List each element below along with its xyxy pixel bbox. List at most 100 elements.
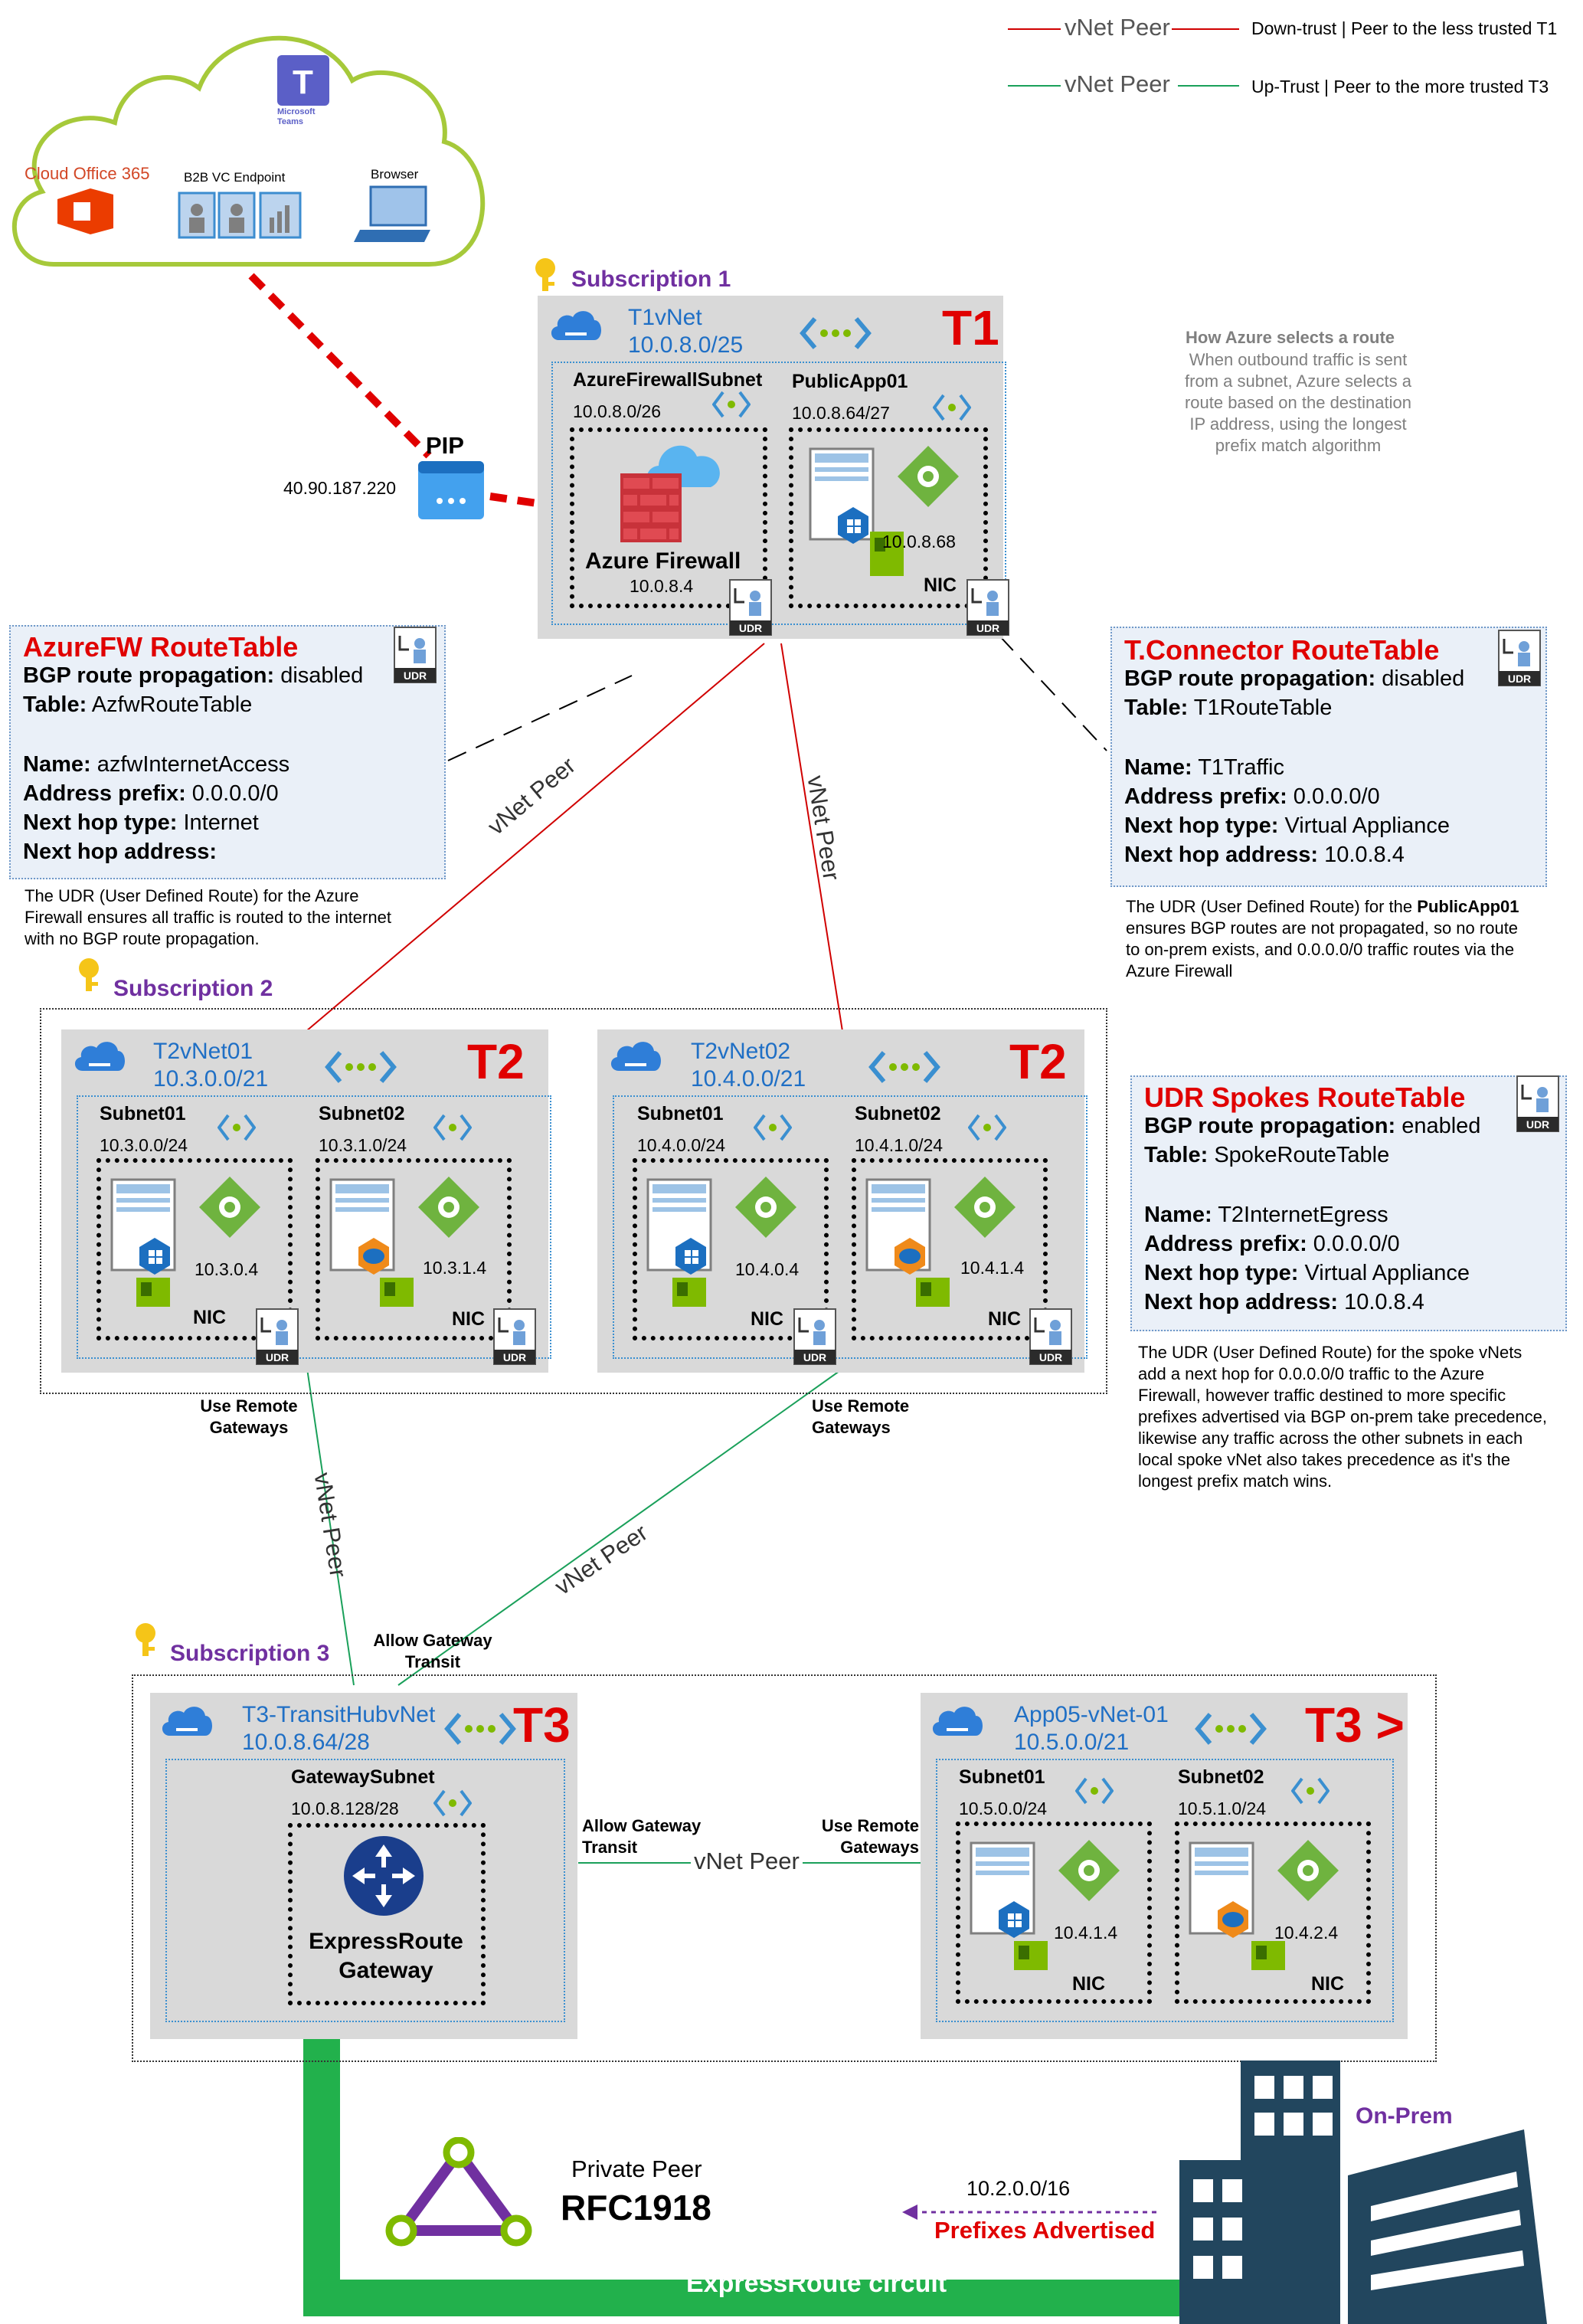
subnet-icon (712, 391, 751, 418)
t2vnet02-s2-cidr: 10.4.1.0/24 (855, 1135, 944, 1155)
t3-use-remote-label: Use Remote Gateways (821, 1816, 919, 1857)
nic-label: NIC (751, 1308, 784, 1330)
app05-s1-name: Subnet01 (959, 1766, 1045, 1788)
vm-windows-icon (970, 1840, 1120, 1970)
expressroute-circuit-line (303, 2039, 1267, 2316)
pip-ip: 40.90.187.220 (283, 478, 397, 498)
key-icon (535, 258, 555, 291)
fw-subnet-cidr: 10.0.8.0/26 (573, 401, 662, 421)
subnet-icon (754, 1114, 792, 1141)
legend-green-desc: Up-Trust | Peer to the more trusted T3 (1251, 77, 1549, 97)
peer-t1-t2a-line (306, 643, 765, 1032)
tconn-rt-hopaddr: Next hop address: 10.0.8.4 (1124, 843, 1405, 867)
subnet-icon (968, 1114, 1006, 1141)
fw-subnet-box (570, 427, 767, 608)
legend-red-desc: Down-trust | Peer to the less trusted T1 (1251, 18, 1558, 38)
udr-icon: UDR (1029, 1308, 1072, 1365)
t2a-use-remote-label: Use Remote Gateways (200, 1396, 298, 1437)
svg-text:UDR: UDR (404, 669, 427, 682)
gw-subnet-name: GatewaySubnet (291, 1766, 435, 1788)
pip-firewall-link-line (489, 493, 579, 513)
t3-hub-name: T3-TransitHubvNet (242, 1702, 436, 1727)
vnet-peering-icon (444, 1713, 516, 1745)
route-note-body: When outbound traffic is sent from a sub… (1156, 349, 1440, 457)
t3-hub-cidr: 10.0.8.64/28 (242, 1730, 370, 1755)
legend-green-label: vNet Peer (1065, 70, 1170, 97)
svg-text:UDR: UDR (1039, 1351, 1062, 1363)
t2vnet01-s2-cidr: 10.3.1.0/24 (319, 1135, 407, 1155)
t2vnet02-s1-name: Subnet01 (637, 1103, 724, 1124)
t1-subnets-area (551, 362, 1006, 625)
tconn-routetable-box (1110, 627, 1547, 887)
subnet-icon (433, 1114, 472, 1141)
tconn-rt-connector (999, 635, 1107, 751)
app-nic-label: NIC (924, 574, 957, 596)
subnet-icon (217, 1114, 256, 1141)
legend-red-label: vNet Peer (1065, 14, 1170, 41)
t2vnet01-subnets-area (77, 1095, 551, 1359)
vnet-peering-icon (800, 317, 872, 349)
udr-icon: UDR (256, 1308, 299, 1365)
vnet-peering-icon (868, 1051, 940, 1083)
t2vnet02-s2-ip: 10.4.1.4 (960, 1258, 1025, 1278)
svg-text:UDR: UDR (266, 1351, 289, 1363)
azfw-rt-bgp: BGP route propagation: disabled (23, 663, 364, 688)
tconn-rt-title: T.Connector RouteTable (1124, 634, 1440, 666)
expressroute-gateway-label: ExpressRoute Gateway (296, 1927, 476, 1985)
expressroute-circuit-label: ExpressRoute circuit (686, 2269, 947, 2298)
vm-windows-icon (809, 446, 959, 576)
svg-text:UDR: UDR (803, 1351, 826, 1363)
onprem-label: On-Prem (1356, 2103, 1453, 2129)
vm-windows-icon (110, 1177, 260, 1307)
t3-allow-transit-top: Allow Gateway Transit (373, 1631, 492, 1671)
firewall-ip: 10.0.8.4 (630, 576, 694, 596)
t2vnet01-s1-name: Subnet01 (100, 1103, 186, 1124)
svg-text:UDR: UDR (739, 622, 762, 634)
svg-text:UDR: UDR (1508, 673, 1531, 685)
route-note-line: from a subnet, Azure selects a (1185, 372, 1411, 391)
route-note-line: IP address, using the longest (1189, 414, 1407, 434)
subnet-icon (933, 394, 971, 421)
teams-label: Microsoft Teams (277, 107, 316, 126)
laptop-icon (354, 185, 430, 242)
t2vnet01-cidr: 10.3.0.0/21 (153, 1066, 269, 1092)
tconn-rt-prefix: Address prefix: 0.0.0.0/0 (1124, 784, 1380, 809)
udr-icon: UDR (1516, 1075, 1559, 1132)
gw-subnet-box (288, 1823, 486, 2005)
vnet-cloud-icon (162, 1707, 212, 1736)
public-ip-icon (418, 461, 484, 519)
udr-icon: UDR (493, 1308, 536, 1365)
udr-icon: UDR (394, 627, 437, 683)
app05-subnets-area (936, 1759, 1394, 2022)
t2vnet01-s2-box (316, 1158, 512, 1340)
gateway-name-line2: Gateway (339, 1958, 433, 1983)
subnet-icon (433, 1789, 472, 1817)
tconn-rt-table: Table: T1RouteTable (1124, 696, 1333, 720)
nic-label: NIC (1072, 1973, 1106, 1995)
t2vnet01-s1-ip: 10.3.0.4 (195, 1259, 259, 1279)
app05-s2-box (1175, 1822, 1371, 2004)
t2vnet02-cidr: 10.4.0.0/21 (691, 1066, 806, 1092)
rfc1918-label: RFC1918 (561, 2188, 711, 2227)
app05-s2-cidr: 10.5.1.0/24 (1178, 1799, 1267, 1818)
private-peer-icon (385, 2137, 532, 2247)
t3-subscription-box (132, 1674, 1437, 2062)
t3-allow-transit-label: Allow Gateway Transit (582, 1816, 702, 1857)
t3-hub-subnet-area (165, 1759, 565, 2022)
b2b-label: B2B VC Endpoint (184, 170, 286, 185)
app05-s1-ip: 10.4.1.4 (1054, 1923, 1118, 1943)
t2vnet01-s1-cidr: 10.3.0.0/24 (100, 1135, 188, 1155)
cloud-shape (11, 35, 486, 267)
udr-icon: UDR (1498, 630, 1541, 686)
spokes-rt-bgp: BGP route propagation: enabled (1144, 1114, 1481, 1138)
route-note-line: route based on the destination (1184, 393, 1411, 412)
nic-label: NIC (452, 1308, 486, 1330)
fw-subnet-name: AzureFirewallSubnet (573, 369, 763, 391)
t1-tier-label: T1 (942, 300, 999, 355)
azfw-routetable-box (9, 625, 446, 879)
spokes-rt-note: The UDR (User Defined Route) for the spo… (1138, 1343, 1547, 1491)
app05-s1-cidr: 10.5.0.0/24 (959, 1799, 1048, 1818)
svg-text:UDR: UDR (1526, 1118, 1549, 1131)
b2b-endpoint-icon (178, 191, 302, 239)
